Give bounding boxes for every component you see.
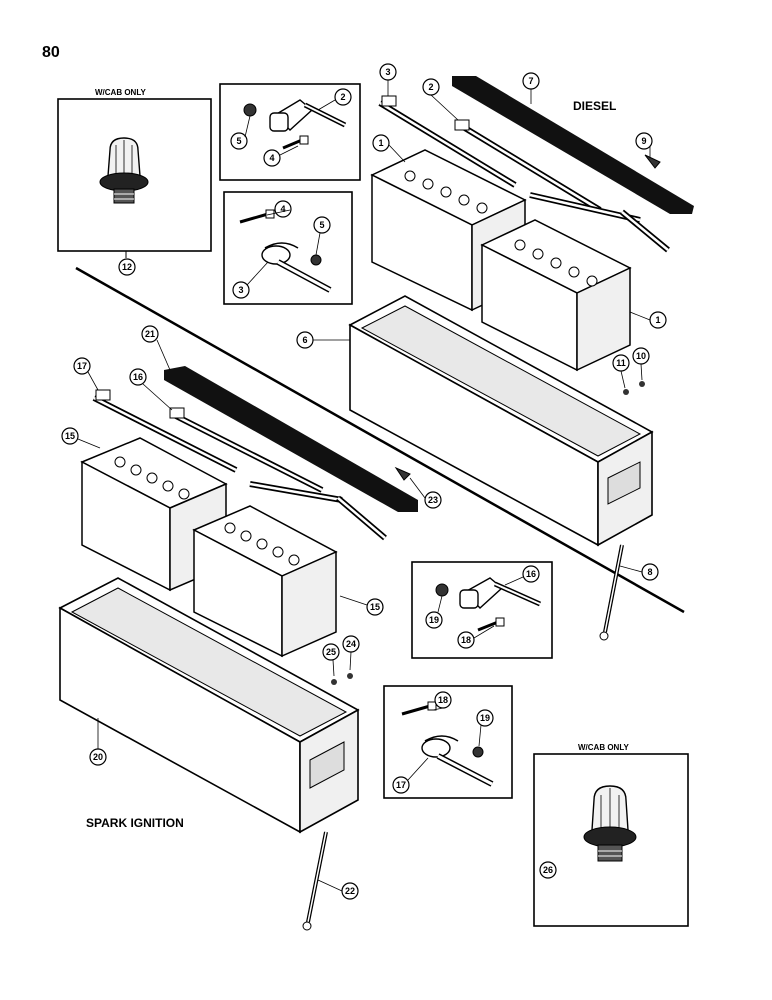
callout-2a: 2 (334, 88, 352, 106)
cab-only-label-top: W/CAB ONLY (95, 88, 146, 97)
svg-text:4: 4 (269, 153, 274, 163)
svg-text:4: 4 (280, 204, 285, 214)
svg-text:6: 6 (302, 335, 307, 345)
spark-hold-down-rod (302, 831, 328, 931)
svg-text:2: 2 (428, 82, 433, 92)
callout-8: 8 (641, 563, 659, 581)
svg-text:26: 26 (543, 865, 553, 875)
callouts: 12 2 5 4 4 5 3 3 2 7 9 1 1 6 11 10 8 21 … (61, 63, 667, 900)
svg-text:17: 17 (77, 361, 87, 371)
svg-text:11: 11 (616, 358, 626, 368)
callout-9: 9 (635, 132, 653, 150)
svg-text:10: 10 (636, 351, 646, 361)
callout-7: 7 (522, 72, 540, 90)
svg-text:23: 23 (428, 495, 438, 505)
callout-3a: 3 (379, 63, 397, 81)
callout-16a: 16 (129, 368, 147, 386)
svg-text:17: 17 (396, 780, 406, 790)
svg-text:25: 25 (326, 647, 336, 657)
clamp-detail-box-3 (411, 561, 553, 659)
callout-16b: 16 (522, 565, 540, 583)
callout-19b: 19 (476, 709, 494, 727)
svg-text:7: 7 (528, 76, 533, 86)
callout-18b: 18 (434, 691, 452, 709)
callout-1b: 1 (649, 311, 667, 329)
diesel-bolts (623, 381, 645, 395)
clamp-detail-box-1 (219, 83, 361, 181)
spark-hold-down-strap (164, 366, 418, 512)
callout-26: 26 (539, 861, 557, 879)
spark-battery-front (192, 505, 338, 658)
diesel-battery-front (480, 219, 632, 372)
cab-beacon-box-bottom: W/CAB ONLY (533, 743, 689, 927)
beacon-light-icon-bottom (583, 785, 637, 862)
svg-text:9: 9 (641, 136, 646, 146)
callout-12: 12 (118, 258, 136, 276)
page-number: 80 (42, 44, 60, 61)
svg-text:16: 16 (526, 569, 536, 579)
svg-text:15: 15 (370, 602, 380, 612)
callout-5b: 5 (313, 216, 331, 234)
svg-text:12: 12 (122, 262, 132, 272)
svg-text:3: 3 (385, 67, 390, 77)
callout-15a: 15 (61, 427, 79, 445)
callout-19a: 19 (425, 611, 443, 629)
svg-text:3: 3 (238, 285, 243, 295)
callout-18a: 18 (457, 631, 475, 649)
callout-2b: 2 (422, 78, 440, 96)
section-divider (75, 266, 685, 614)
callout-6: 6 (296, 331, 314, 349)
svg-text:15: 15 (65, 431, 75, 441)
wing-nut-icon-spark (394, 466, 411, 481)
spark-cables (92, 389, 387, 541)
svg-text:20: 20 (93, 752, 103, 762)
cab-only-label-bottom: W/CAB ONLY (578, 743, 629, 752)
diesel-cables (378, 95, 670, 253)
svg-text:2: 2 (340, 92, 345, 102)
svg-text:24: 24 (346, 639, 356, 649)
callout-3b: 3 (232, 281, 250, 299)
callout-21: 21 (141, 325, 159, 343)
svg-text:22: 22 (345, 886, 355, 896)
svg-text:8: 8 (647, 567, 652, 577)
cab-beacon-box-top: W/CAB ONLY (57, 88, 212, 258)
svg-text:18: 18 (461, 635, 471, 645)
callout-24: 24 (342, 635, 360, 653)
callout-4a: 4 (263, 149, 281, 167)
spark-battery-box (58, 577, 360, 834)
callout-4b: 4 (274, 200, 292, 218)
callout-17a: 17 (73, 357, 91, 375)
wing-nut-icon (644, 154, 661, 169)
leader-lines (77, 80, 651, 892)
callout-20: 20 (89, 748, 107, 766)
callout-22: 22 (341, 882, 359, 900)
svg-text:1: 1 (655, 315, 660, 325)
spark-ignition-label: SPARK IGNITION (86, 816, 184, 830)
svg-text:5: 5 (236, 136, 241, 146)
svg-text:5: 5 (319, 220, 324, 230)
callout-11: 11 (612, 354, 630, 372)
callout-1a: 1 (372, 134, 390, 152)
clamp-detail-box-4 (383, 685, 513, 799)
diesel-hold-down-strap (452, 76, 694, 214)
callout-5a: 5 (230, 132, 248, 150)
svg-text:19: 19 (429, 615, 439, 625)
callout-17b: 17 (392, 776, 410, 794)
svg-text:21: 21 (145, 329, 155, 339)
beacon-light-icon (99, 137, 149, 204)
diesel-battery-box (348, 295, 654, 547)
svg-text:16: 16 (133, 372, 143, 382)
callout-25: 25 (322, 643, 340, 661)
diesel-hold-down-rod (599, 544, 624, 641)
callout-10: 10 (632, 347, 650, 365)
callout-15b: 15 (366, 598, 384, 616)
diesel-label: DIESEL (573, 99, 616, 113)
spark-bolts (331, 673, 353, 685)
callout-23: 23 (424, 491, 442, 509)
clamp-detail-box-2 (223, 191, 353, 305)
svg-text:19: 19 (480, 713, 490, 723)
svg-text:1: 1 (378, 138, 383, 148)
svg-text:18: 18 (438, 695, 448, 705)
